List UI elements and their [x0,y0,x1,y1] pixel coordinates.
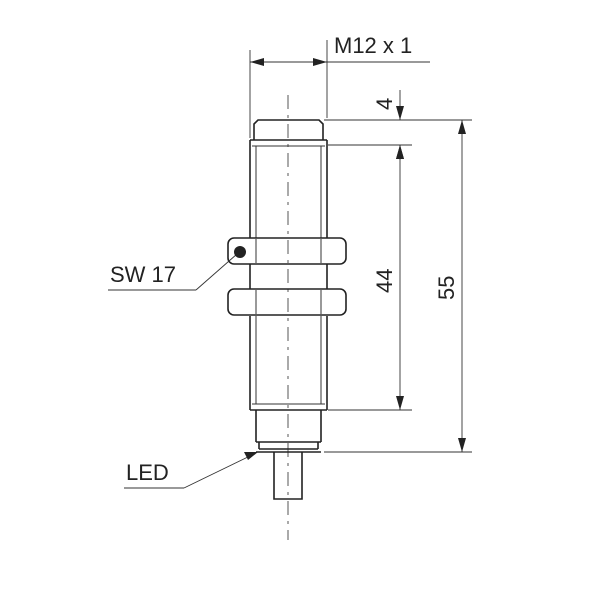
extension-lines [324,119,472,453]
lock-nut-upper [227,237,347,265]
washer [249,264,328,289]
dimension-44 [396,145,404,410]
thread-dimension [249,40,430,138]
dim-top-label: 4 [372,98,397,110]
thread-label: M12 x 1 [334,33,412,58]
dim-total-label: 55 [434,276,459,300]
wrench-size-leader [108,246,246,291]
dimension-55 [458,120,466,452]
lock-nut-lower [227,288,347,316]
sensor-body [249,119,328,500]
led-leader [124,452,258,489]
wrench-size-label: SW 17 [110,262,176,287]
led-label: LED [126,460,169,485]
dim-mid-label: 44 [372,269,397,293]
